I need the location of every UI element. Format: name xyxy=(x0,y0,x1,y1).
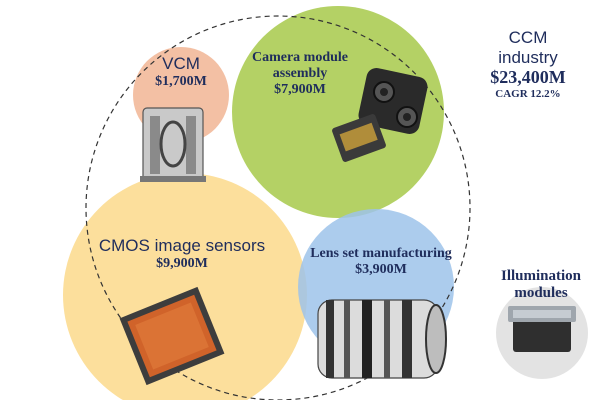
industry-label-block: CCM industry $23,400M CAGR 12.2% xyxy=(478,28,578,100)
lens-set-image xyxy=(317,299,447,379)
industry-title-line2: industry xyxy=(498,47,558,67)
cmos-label-block: CMOS image sensors $9,900M xyxy=(92,236,272,272)
camera-module-bubble xyxy=(232,6,444,218)
vcm-label-block: VCM $1,700M xyxy=(146,54,216,90)
illumination-label-line1: Illumination xyxy=(500,268,582,284)
lens-value: $3,900M xyxy=(355,262,407,278)
industry-title-line1: CCM xyxy=(508,28,548,47)
industry-cagr: CAGR 12.2% xyxy=(495,87,561,100)
illumination-label-line2: modules xyxy=(514,285,568,302)
camera-module-image xyxy=(332,68,428,162)
illumination-module-image xyxy=(496,287,588,379)
camera-module-label-block: Camera module assembly $7,900M xyxy=(238,50,362,98)
vcm-actuator-image xyxy=(140,107,206,182)
cmos-value: $9,900M xyxy=(156,255,208,271)
illumination-label-block: Illumination modules xyxy=(486,268,596,303)
lens-label: Lens set manufacturing xyxy=(310,246,452,261)
industry-value: $23,400M xyxy=(490,67,566,88)
cmos-bubble xyxy=(63,173,307,400)
vcm-label: VCM xyxy=(162,54,200,73)
cmos-label: CMOS image sensors xyxy=(98,236,266,255)
cmos-sensor-image xyxy=(119,286,225,386)
industry-outline xyxy=(85,15,471,400)
vcm-value: $1,700M xyxy=(155,73,207,89)
lens-label-block: Lens set manufacturing $3,900M xyxy=(306,246,456,278)
camera-module-label-line1: Camera module xyxy=(251,50,349,65)
camera-module-label-line2: assembly xyxy=(272,66,328,82)
camera-module-value: $7,900M xyxy=(274,82,326,98)
